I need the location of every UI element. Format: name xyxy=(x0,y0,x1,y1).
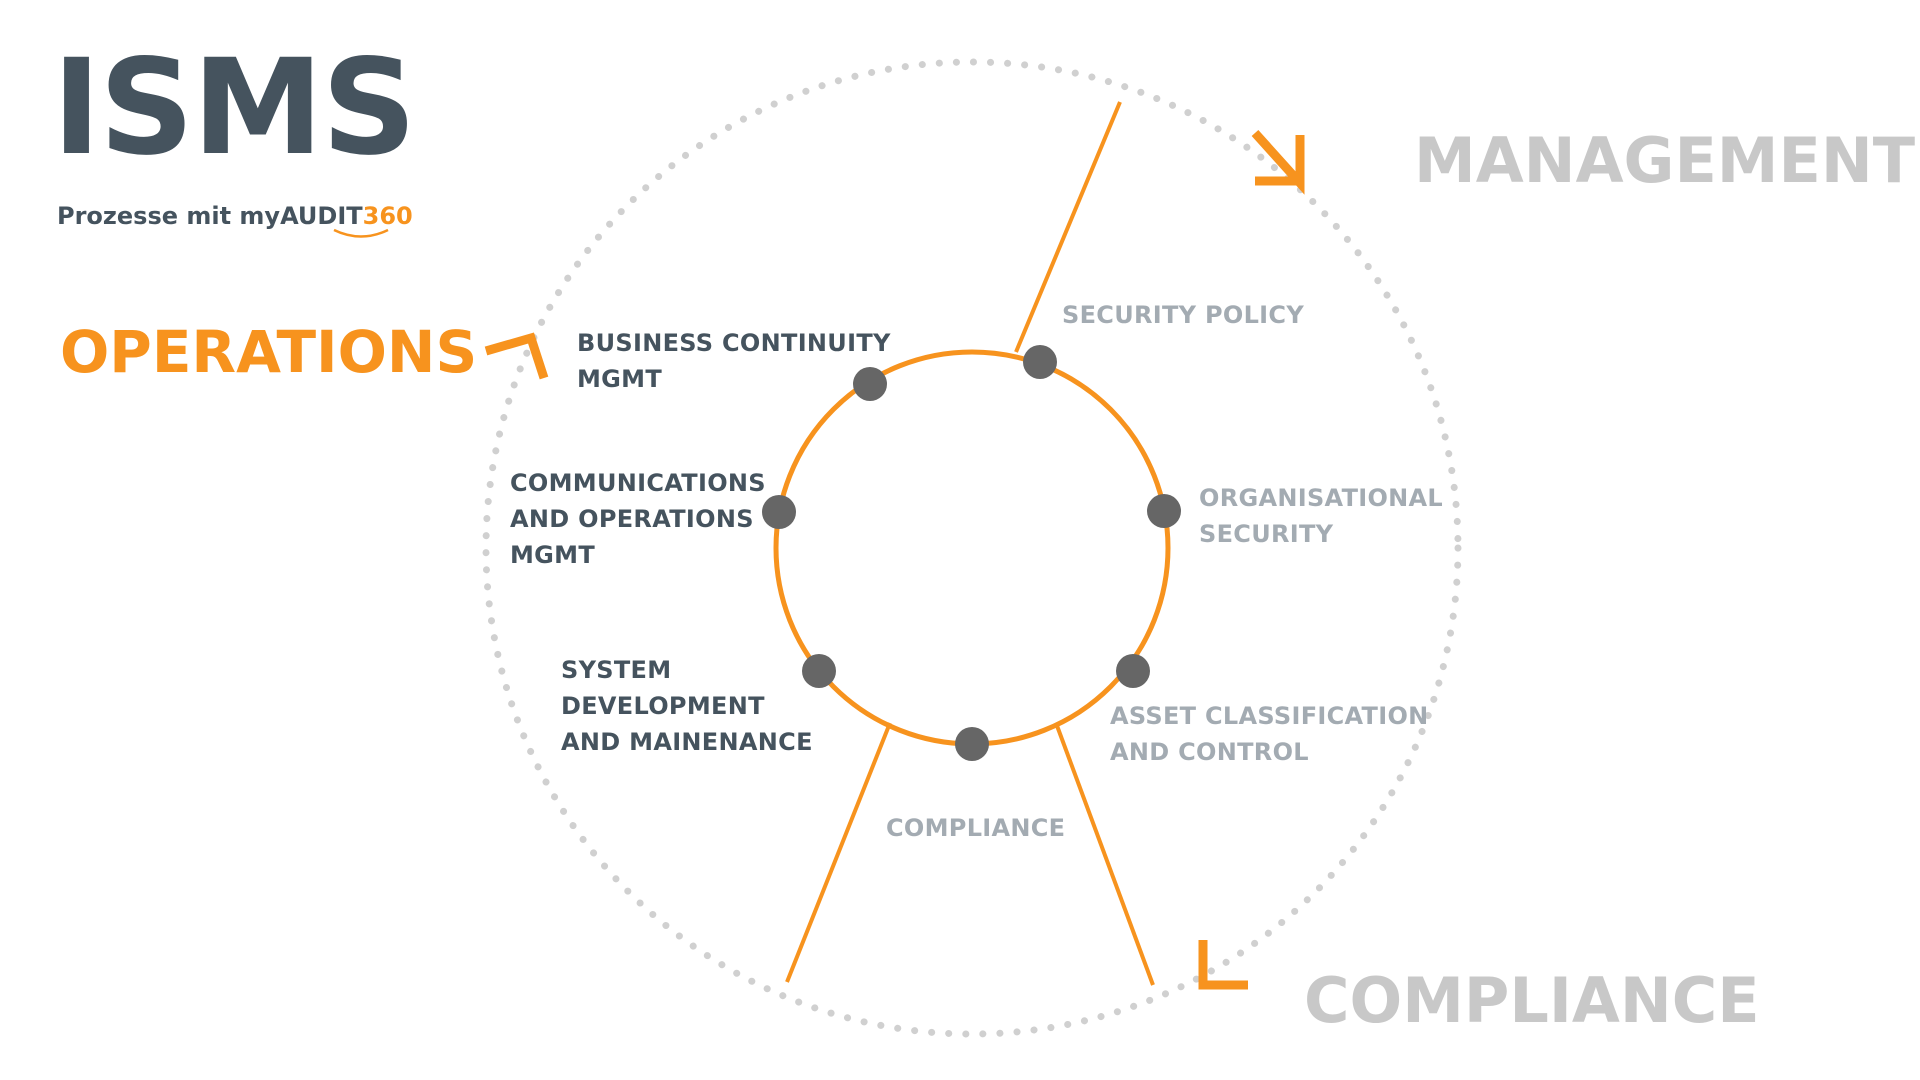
node-communications-operations xyxy=(762,495,796,529)
divider-line-compliance-management xyxy=(1054,722,1155,986)
logo-subtitle-number: 360 xyxy=(362,202,413,230)
node-organisational-security xyxy=(1147,494,1181,528)
node-security-policy xyxy=(1023,345,1057,379)
item-label-communications-operations: COMMUNICATIONS AND OPERATIONS MGMT xyxy=(510,469,766,569)
chevron-compliance-icon xyxy=(1198,940,1248,990)
logo-subtitle: Prozesse mit myAUDIT360 xyxy=(57,202,413,230)
divider-line-management-operations xyxy=(1014,101,1122,353)
item-label-compliance: COMPLIANCE xyxy=(886,814,1066,842)
section-label-management: MANAGEMENT xyxy=(1414,124,1916,197)
inner-process-ring xyxy=(773,349,1171,747)
item-label-organisational-security: ORGANISATIONAL SECURITY xyxy=(1199,484,1444,548)
node-compliance xyxy=(955,727,989,761)
chevron-management-arrow-icon xyxy=(1255,136,1305,186)
chevron-operations-icon xyxy=(484,332,549,380)
item-label-asset-classification: ASSET CLASSIFICATION AND CONTROL xyxy=(1110,702,1429,766)
item-label-security-policy: SECURITY POLICY xyxy=(1062,301,1305,329)
divider-line-operations-compliance xyxy=(785,722,892,983)
section-label-operations: OPERATIONS xyxy=(60,318,478,386)
logo-swoosh-icon xyxy=(333,228,389,238)
section-label-compliance: COMPLIANCE xyxy=(1304,964,1760,1037)
node-asset-classification xyxy=(1116,654,1150,688)
logo-title: ISMS xyxy=(52,31,417,185)
outer-dotted-ring xyxy=(482,58,1462,1038)
item-label-system-development: SYSTEM DEVELOPMENT AND MAINENANCE xyxy=(561,656,813,756)
node-system-development xyxy=(802,654,836,688)
node-business-continuity xyxy=(853,367,887,401)
logo-subtitle-brand: AUDIT xyxy=(280,202,363,230)
item-label-business-continuity: BUSINESS CONTINUITY MGMT xyxy=(577,329,891,393)
logo-subtitle-prefix: Prozesse mit my xyxy=(57,202,281,230)
